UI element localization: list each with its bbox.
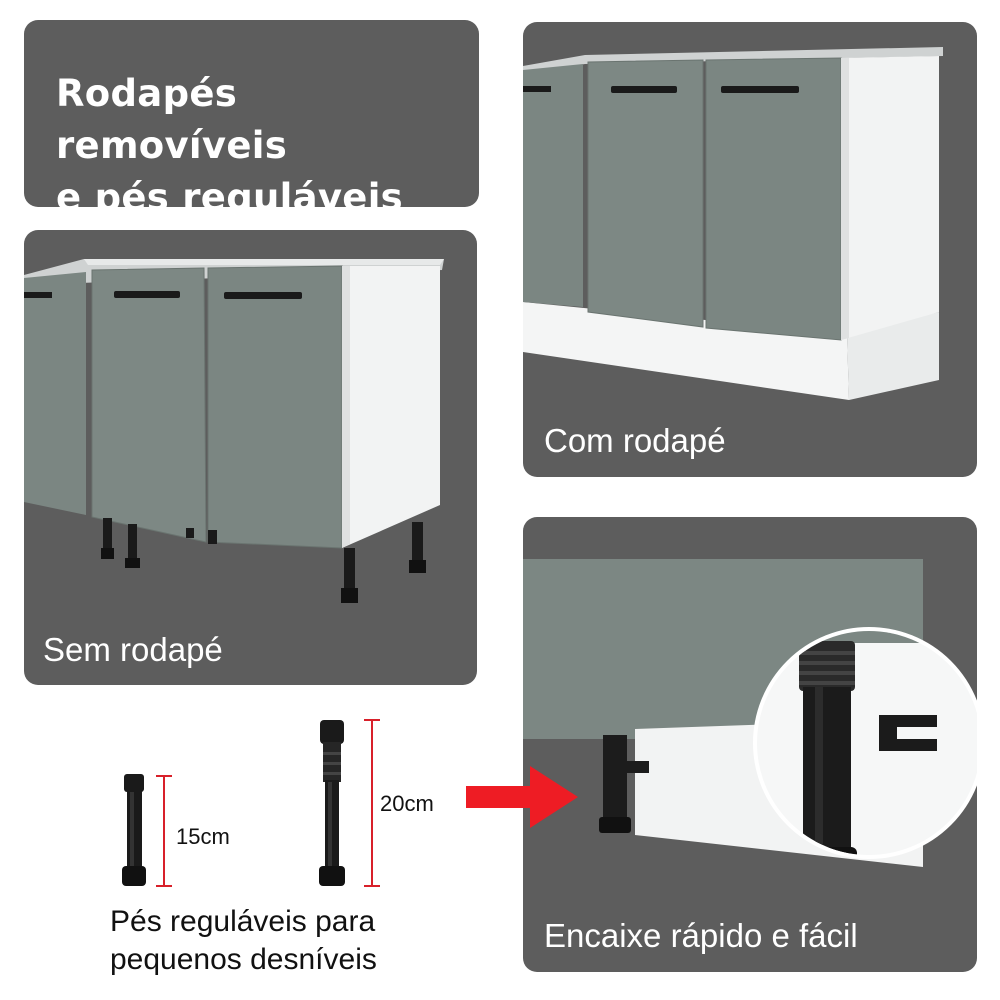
- short-leg-measure: [156, 775, 172, 887]
- headline: Rodapés removíveis e pés reguláveis: [56, 68, 479, 207]
- short-leg: [122, 774, 146, 886]
- legs-caption-line-1: Pés reguláveis para: [110, 905, 376, 938]
- cabinet-with-skirting-illustration: [523, 47, 943, 400]
- short-leg-label: 15cm: [176, 824, 230, 849]
- encaixe-panel: Encaixe rápido e fácil: [523, 517, 977, 972]
- tall-leg: [319, 720, 345, 886]
- encaixe-caption: Encaixe rápido e fácil: [544, 917, 858, 954]
- tall-leg-label: 20cm: [380, 791, 434, 816]
- com-rodape-caption: Com rodapé: [544, 422, 726, 459]
- sem-rodape-panel: Sem rodapé: [24, 230, 477, 685]
- skirting-clip-illustration: [523, 559, 977, 867]
- headline-line-1: Rodapés removíveis: [56, 72, 288, 167]
- cabinet-on-legs-illustration: [24, 259, 444, 603]
- legs-caption: Pés reguláveis para pequenos desníveis: [110, 903, 377, 979]
- headline-line-2: e pés reguláveis: [56, 176, 403, 207]
- sem-rodape-caption: Sem rodapé: [43, 631, 223, 668]
- tall-leg-measure: [364, 719, 380, 887]
- legs-caption-line-2: pequenos desníveis: [110, 943, 377, 976]
- title-panel: Rodapés removíveis e pés reguláveis: [24, 20, 479, 207]
- com-rodape-panel: Com rodapé: [523, 22, 977, 477]
